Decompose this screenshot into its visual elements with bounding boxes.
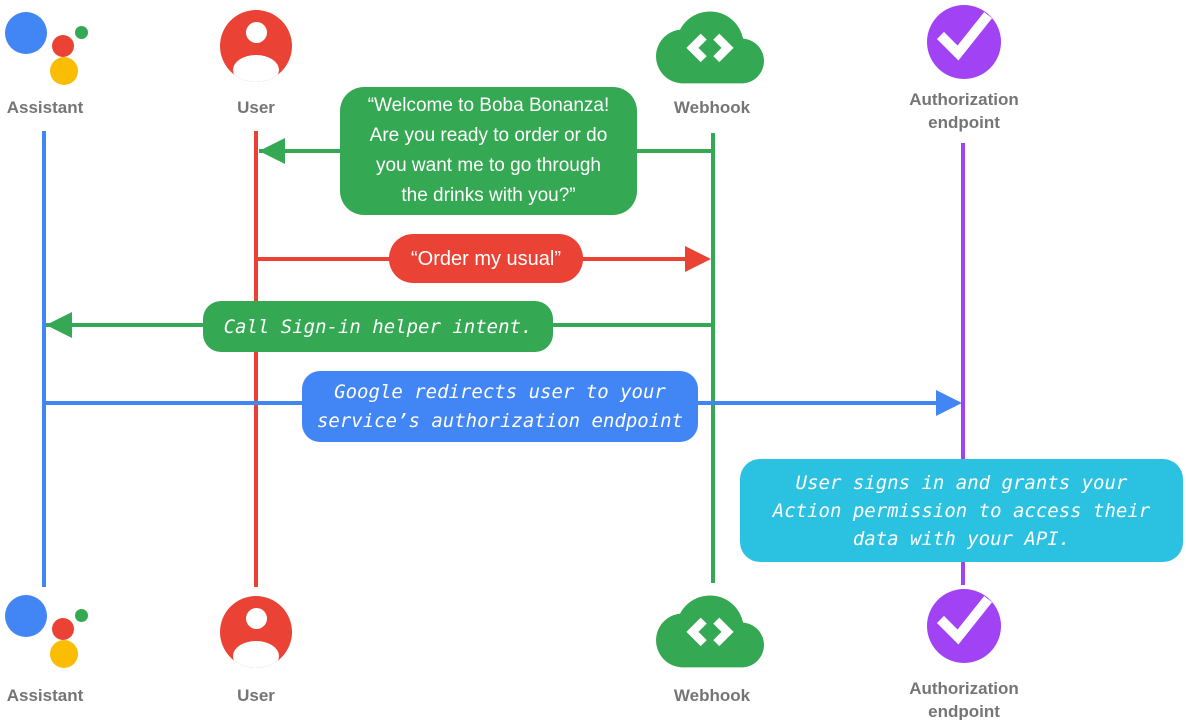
assistant-label-top: Assistant bbox=[6, 98, 84, 117]
webhook-lifeline bbox=[711, 133, 715, 583]
webhook-label-bottom: Webhook bbox=[673, 686, 751, 705]
assistant-green-circle bbox=[75, 26, 88, 39]
user-body-shape bbox=[233, 55, 279, 82]
webhook-label-top: Webhook bbox=[673, 98, 751, 117]
authorization-check-circle-icon bbox=[927, 589, 1001, 663]
user-avatar-icon bbox=[220, 596, 292, 668]
webhook-cloud-code-icon bbox=[656, 595, 764, 668]
authorization-check-circle-icon bbox=[927, 5, 1001, 79]
welcome-message-bubble: “Welcome to Boba Bonanza! Are you ready … bbox=[340, 87, 637, 215]
user-body-shape bbox=[233, 641, 279, 668]
user-avatar-icon bbox=[220, 10, 292, 82]
authorization-endpoint-label-top: Authorization endpoint bbox=[909, 90, 1019, 132]
signin-arrowhead-icon bbox=[46, 312, 72, 338]
user-head-shape bbox=[245, 608, 267, 629]
assistant-yellow-circle bbox=[50, 640, 78, 668]
authorization-endpoint-label-bottom: Authorization endpoint bbox=[909, 679, 1019, 720]
assistant-red-circle bbox=[52, 618, 74, 640]
user-lifeline bbox=[254, 131, 258, 587]
order-message-bubble: “Order my usual” bbox=[389, 234, 583, 283]
authorization-endpoint-lifeline bbox=[961, 143, 965, 585]
assistant-blue-circle bbox=[5, 12, 47, 54]
redirect-arrowhead-icon bbox=[936, 390, 962, 416]
user-label-bottom: User bbox=[237, 686, 275, 705]
webhook-cloud-code-icon bbox=[656, 11, 764, 84]
welcome-arrowhead-icon bbox=[259, 138, 285, 164]
redirect-message-bubble: Google redirects user to your service’s … bbox=[302, 371, 698, 442]
google-assistant-logo-icon bbox=[2, 593, 92, 671]
assistant-label-bottom: Assistant bbox=[6, 686, 84, 705]
assistant-green-circle bbox=[75, 609, 88, 622]
assistant-yellow-circle bbox=[50, 57, 78, 85]
signin-note-bubble: User signs in and grants your Action per… bbox=[740, 459, 1183, 562]
assistant-red-circle bbox=[52, 35, 74, 57]
google-assistant-logo-icon bbox=[2, 10, 92, 88]
signin-message-bubble: Call Sign-in helper intent. bbox=[203, 301, 553, 352]
assistant-blue-circle bbox=[5, 595, 47, 637]
user-head-shape bbox=[245, 22, 267, 43]
assistant-lifeline bbox=[42, 131, 46, 587]
order-arrowhead-icon bbox=[685, 246, 711, 272]
user-label-top: User bbox=[237, 98, 275, 117]
